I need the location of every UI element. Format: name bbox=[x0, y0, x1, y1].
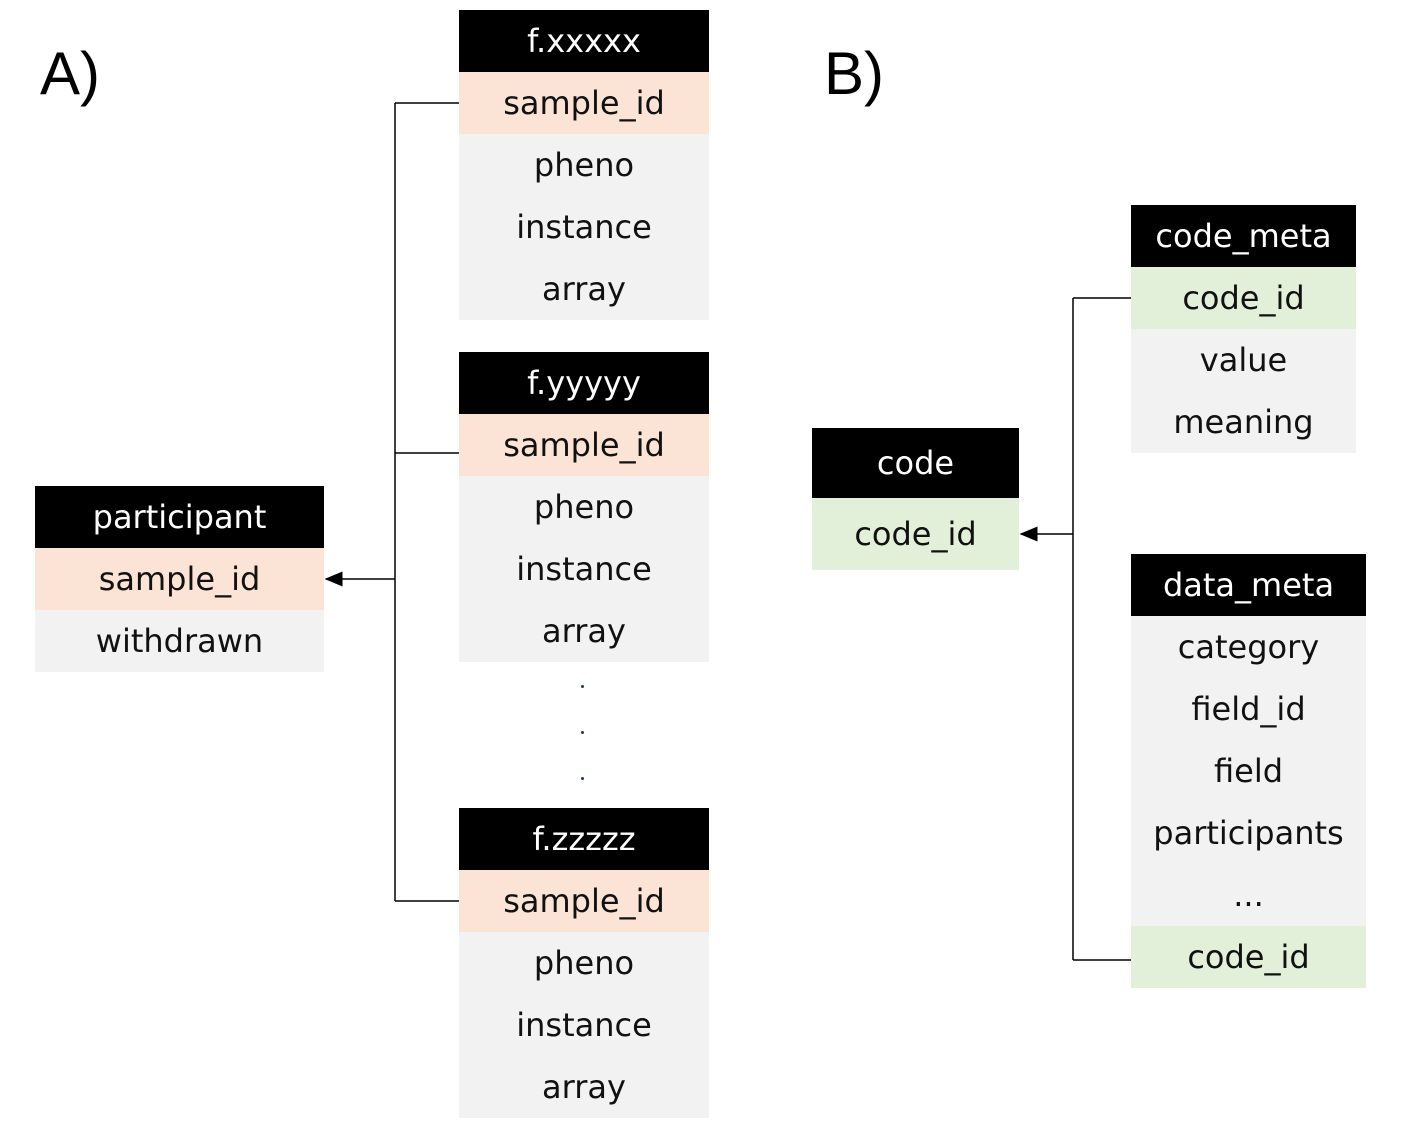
ellipsis-dot-3 bbox=[581, 777, 584, 780]
table-data-meta-row-code-id: code_id bbox=[1131, 926, 1366, 988]
table-data-meta-row-ellipsis: ... bbox=[1131, 864, 1366, 926]
table-fx-row-pheno: pheno bbox=[459, 134, 709, 196]
table-fy-row-array: array bbox=[459, 600, 709, 662]
table-fy-row-sample-id: sample_id bbox=[459, 414, 709, 476]
table-fx-row-sample-id: sample_id bbox=[459, 72, 709, 134]
table-participant-row-sample-id: sample_id bbox=[35, 548, 324, 610]
table-data-meta: data_meta category field_id field partic… bbox=[1131, 554, 1366, 988]
table-data-meta-row-participants: participants bbox=[1131, 802, 1366, 864]
table-data-meta-row-category: category bbox=[1131, 616, 1366, 678]
table-data-meta-row-field-id: field_id bbox=[1131, 678, 1366, 740]
panel-b-label: B) bbox=[824, 40, 884, 107]
table-participant: participant sample_id withdrawn bbox=[35, 486, 324, 672]
table-code: code code_id bbox=[812, 428, 1019, 570]
table-fy: f.yyyyy sample_id pheno instance array bbox=[459, 352, 709, 662]
table-fx: f.xxxxx sample_id pheno instance array bbox=[459, 10, 709, 320]
table-data-meta-title: data_meta bbox=[1131, 554, 1366, 616]
table-code-meta-row-value: value bbox=[1131, 329, 1356, 391]
ellipsis-dot-1 bbox=[581, 685, 584, 688]
table-fx-row-array: array bbox=[459, 258, 709, 320]
table-fy-title: f.yyyyy bbox=[459, 352, 709, 414]
table-code-meta-row-code-id: code_id bbox=[1131, 267, 1356, 329]
table-code-meta: code_meta code_id value meaning bbox=[1131, 205, 1356, 453]
table-code-title: code bbox=[812, 428, 1019, 498]
table-fz-row-array: array bbox=[459, 1056, 709, 1118]
ellipsis-dot-2 bbox=[581, 731, 584, 734]
table-fz: f.zzzzz sample_id pheno instance array bbox=[459, 808, 709, 1118]
table-code-row-code-id: code_id bbox=[812, 498, 1019, 570]
table-code-meta-row-meaning: meaning bbox=[1131, 391, 1356, 453]
table-fy-row-pheno: pheno bbox=[459, 476, 709, 538]
table-data-meta-row-field: field bbox=[1131, 740, 1366, 802]
panel-a-label: A) bbox=[40, 40, 100, 107]
table-fz-row-pheno: pheno bbox=[459, 932, 709, 994]
table-fz-row-sample-id: sample_id bbox=[459, 870, 709, 932]
table-fz-title: f.zzzzz bbox=[459, 808, 709, 870]
table-participant-title: participant bbox=[35, 486, 324, 548]
table-fy-row-instance: instance bbox=[459, 538, 709, 600]
table-code-meta-title: code_meta bbox=[1131, 205, 1356, 267]
table-fx-row-instance: instance bbox=[459, 196, 709, 258]
table-fx-title: f.xxxxx bbox=[459, 10, 709, 72]
table-fz-row-instance: instance bbox=[459, 994, 709, 1056]
table-participant-row-withdrawn: withdrawn bbox=[35, 610, 324, 672]
